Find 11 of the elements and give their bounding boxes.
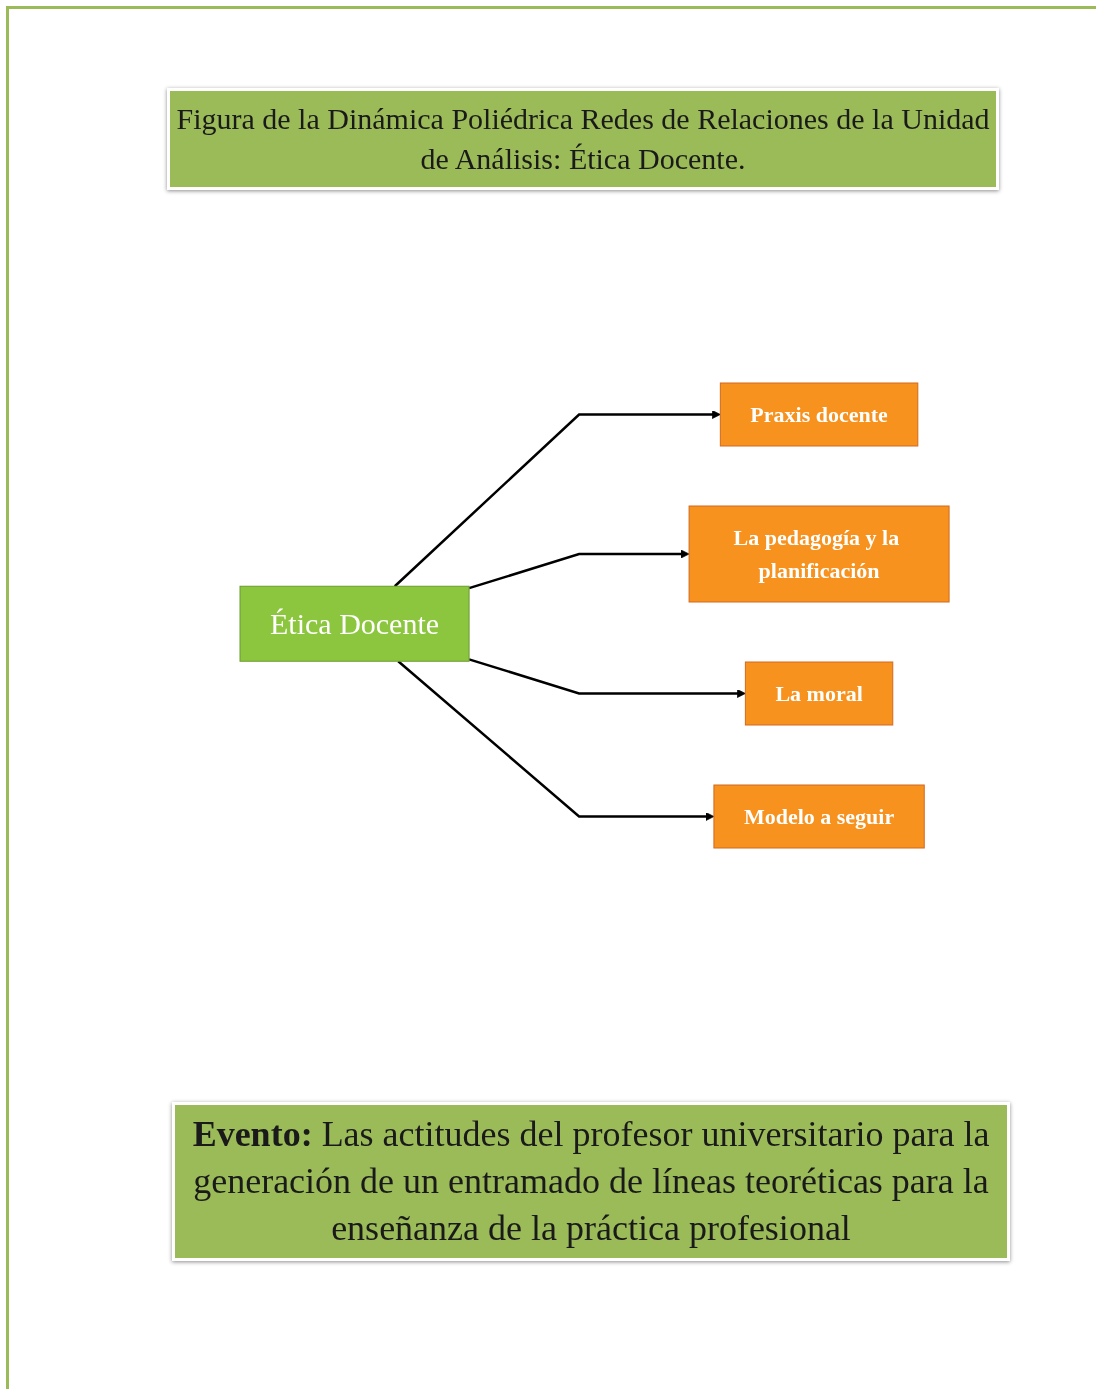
node-box: La moral xyxy=(745,661,894,725)
arrow xyxy=(469,549,690,589)
arrow xyxy=(394,409,722,587)
node-box: Ética Docente xyxy=(239,585,471,662)
arrow xyxy=(397,659,715,821)
arrow xyxy=(469,657,747,698)
node-box: La pedagogía y la planificación xyxy=(689,505,951,602)
node-box: Modelo a seguir xyxy=(713,784,926,848)
title-banner: Figura de la Dinámica Poliédrica Redes de Relaciones de la Unidad de Análisis: Ética Docente. xyxy=(167,88,999,190)
caption-banner: Evento: Las actitudes del profesor universitario para la generación de un entramado de líneas teoréticas para la enseñanza de la práctica profesional xyxy=(172,1102,1010,1261)
node-box: Praxis docente xyxy=(720,382,919,446)
